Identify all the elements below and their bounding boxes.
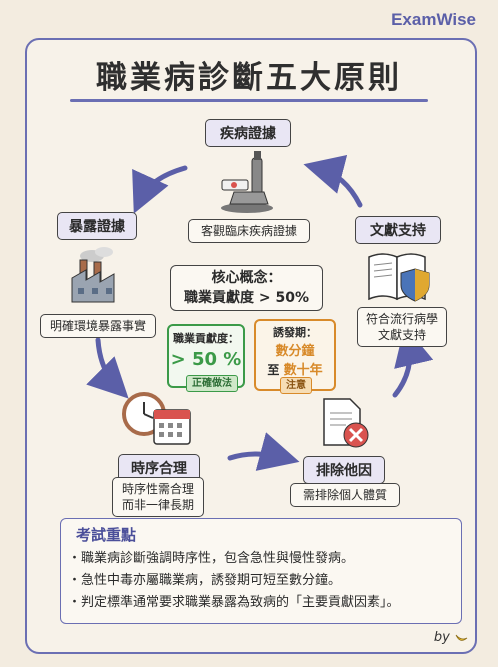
timing-desc-line-1: 時序性需合理 xyxy=(121,482,194,496)
title-underline xyxy=(70,99,428,102)
arrow-exposure-to-timing xyxy=(86,337,129,399)
contribution-value: > 50 % xyxy=(170,349,242,370)
core-concept-card: 核心概念： 職業貢獻度 > 50% xyxy=(170,265,323,311)
footer-signature: by xyxy=(434,630,468,645)
clock-calendar-icon xyxy=(122,392,191,445)
footer-by: by xyxy=(433,630,450,645)
core-concept-value: 職業貢獻度 > 50% xyxy=(184,290,309,306)
arrow-exclusion-to-literature xyxy=(392,325,434,398)
attention-tag: 注意 xyxy=(280,377,312,394)
arrow-disease-to-exposure xyxy=(132,165,188,214)
timing-desc-line-2: 而非一律長期 xyxy=(121,498,194,512)
latency-card: 誘發期： 數分鐘 至 數十年 xyxy=(254,319,336,391)
exam-points-box xyxy=(60,518,462,624)
exam-points-title: 考試重點 xyxy=(76,526,137,544)
latency-label: 誘發期： xyxy=(273,326,317,339)
page-title: 職業病診斷五大原則 xyxy=(96,60,402,96)
exposure-title: 暴露證據 xyxy=(57,212,137,240)
latency-range: 至 數十年 xyxy=(256,359,334,378)
arrow-literature-to-disease xyxy=(303,154,363,208)
literature-desc-line-1: 符合流行病學 xyxy=(365,312,438,326)
disease-title: 疾病證據 xyxy=(205,119,291,147)
latency-value-max: 數十年 xyxy=(283,363,323,378)
latency-connector: 至 xyxy=(267,363,280,377)
correct-practice-tag: 正確做法 xyxy=(186,375,238,392)
factory-icon xyxy=(71,247,115,303)
literature-desc-line-2: 文獻支持 xyxy=(377,328,426,342)
arrow-timing-to-exclusion xyxy=(227,432,300,471)
contribution-label: 職業貢獻度： xyxy=(173,332,239,345)
book-shield-icon xyxy=(368,253,430,302)
microscope-icon xyxy=(221,151,273,213)
exposure-desc: 明確環境暴露事實 xyxy=(40,314,156,338)
exclusion-title: 排除他因 xyxy=(303,456,385,484)
literature-title: 文獻支持 xyxy=(355,216,441,244)
timing-desc: 時序性需合理 而非一律長期 xyxy=(112,477,204,517)
exam-point-1: ・職業病診斷強調時序性，包含急性與慢性發病。 xyxy=(68,551,355,566)
literature-desc: 符合流行病學 文獻支持 xyxy=(357,307,447,347)
core-concept-label: 核心概念： xyxy=(211,270,282,286)
document-x-icon xyxy=(323,398,369,448)
latency-value-min: 數分鐘 xyxy=(275,344,315,359)
exam-point-3: ・判定標準通常要求職業暴露為致病的「主要貢獻因素」。 xyxy=(68,595,400,610)
brand-logo: ExamWise xyxy=(391,10,476,29)
disease-desc: 客觀臨床疾病證據 xyxy=(188,219,310,243)
banana-icon xyxy=(455,634,468,641)
exclusion-desc: 需排除個人體質 xyxy=(290,483,400,507)
exam-point-2: ・急性中毒亦屬職業病，誘發期可短至數分鐘。 xyxy=(68,573,342,588)
